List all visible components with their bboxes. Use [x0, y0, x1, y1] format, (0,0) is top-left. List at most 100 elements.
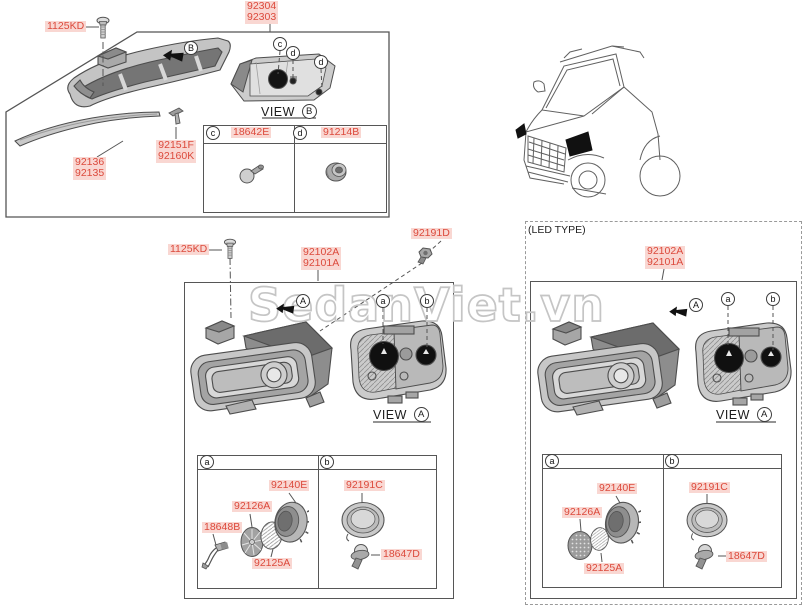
badge-letter: B	[187, 43, 194, 53]
table-badge-b: b	[320, 455, 334, 469]
part-label-92126A-led[interactable]: 92126A	[562, 506, 603, 519]
callout-badge-c: c	[273, 37, 287, 51]
table-badge-d: d	[293, 126, 307, 140]
part-label-92125A[interactable]: 92125A	[252, 557, 293, 570]
view-badge-B: B	[301, 104, 317, 119]
part-label-1125KD[interactable]: 1125KD	[45, 20, 87, 33]
dust-cap-icon-led	[604, 501, 641, 544]
bulb-icon	[239, 164, 264, 184]
callout-badge-d: d	[286, 46, 300, 60]
part-number[interactable]: 92304	[247, 0, 277, 12]
clip-icon	[168, 107, 184, 125]
view-word: VIEW	[261, 104, 295, 119]
table-header-line	[543, 468, 781, 469]
halogen-bulb-icon-led	[694, 544, 714, 570]
part-label-92125A-led[interactable]: 92125A	[584, 562, 625, 575]
direction-arrow-a-led-icon	[669, 306, 688, 317]
gasket-pad-icon-led	[590, 527, 609, 551]
part-label-92191C-led[interactable]: 92191C	[689, 481, 730, 494]
table-divider	[663, 455, 664, 587]
table-badge-b-led: b	[665, 454, 679, 468]
part-number[interactable]: 92136	[75, 156, 105, 168]
socket-icon	[325, 162, 347, 182]
part-label-91214B[interactable]: 91214B	[321, 126, 362, 139]
halogen-parts-table	[197, 455, 437, 589]
table-badge-a-led: a	[545, 454, 559, 468]
led-parts-table	[542, 454, 782, 588]
part-label-92140E-led[interactable]: 92140E	[597, 482, 638, 495]
table-header-line	[198, 469, 436, 470]
table-badge-c: c	[206, 126, 220, 140]
badge-letter: a	[725, 294, 731, 304]
round-cover-icon-led	[686, 502, 728, 541]
bolt-icon	[223, 238, 237, 259]
part-label-92304-92303[interactable]: 92304 92303	[245, 0, 279, 24]
part-number[interactable]: 92101A	[303, 257, 340, 270]
marker-lamp-lens-drawing	[67, 37, 231, 108]
callout-badge-d: d	[314, 55, 328, 69]
badge-letter: a	[549, 456, 555, 466]
part-number[interactable]: 92102A	[647, 245, 684, 257]
part-number[interactable]: 92101A	[647, 256, 684, 269]
vehicle-sketch	[515, 45, 681, 198]
part-number[interactable]: 92102A	[303, 246, 340, 258]
callout-badge-b-led: b	[766, 292, 780, 306]
part-label-18642E[interactable]: 18642E	[231, 126, 272, 139]
view-badge-A: A	[756, 407, 772, 422]
part-label-92102A-92101A[interactable]: 92102A 92101A	[301, 246, 342, 270]
marker-strip-drawing	[14, 111, 161, 147]
view-word: VIEW	[716, 407, 750, 422]
callout-badge-A-led: A	[689, 298, 703, 312]
badge-letter: d	[297, 128, 303, 138]
bulb-with-wiring-icon	[201, 541, 229, 570]
halogen-bulb-icon	[350, 544, 370, 570]
part-number[interactable]: 92151F	[158, 139, 194, 151]
badge-letter: c	[210, 128, 216, 138]
table-divider	[318, 456, 319, 588]
badge-letter: c	[277, 39, 283, 49]
headlamp-front-drawing-led	[537, 321, 681, 416]
part-number[interactable]: 92303	[247, 11, 277, 24]
marker-parts-table	[203, 125, 387, 213]
table-badge-a: a	[200, 455, 214, 469]
table-divider	[294, 126, 295, 212]
part-label-92140E[interactable]: 92140E	[269, 479, 310, 492]
callout-badge-B: B	[184, 41, 198, 55]
badge-letter: a	[380, 296, 386, 306]
part-label-92191C[interactable]: 92191C	[344, 479, 385, 492]
part-label-92151F-92160K[interactable]: 92151F 92160K	[156, 139, 197, 163]
badge-letter: A	[299, 296, 306, 306]
part-label-18647D-led[interactable]: 18647D	[726, 550, 767, 563]
halogen-assembly-box	[184, 282, 454, 599]
part-label-92102A-92101A-led[interactable]: 92102A 92101A	[645, 245, 686, 269]
part-label-18648B[interactable]: 18648B	[202, 521, 243, 534]
callout-badge-b: b	[420, 294, 434, 308]
callout-badge-a-led: a	[721, 292, 735, 306]
badge-letter: A	[692, 300, 699, 310]
part-label-92126A[interactable]: 92126A	[232, 500, 273, 513]
view-b-label: VIEW B	[261, 104, 317, 119]
badge-letter: b	[669, 456, 675, 466]
part-label-92191D[interactable]: 92191D	[411, 227, 452, 240]
part-label-18647D[interactable]: 18647D	[381, 548, 422, 561]
dust-cap-icon	[274, 501, 309, 543]
direction-arrow-a-icon	[276, 303, 295, 314]
marker-lamp-back-drawing	[230, 53, 336, 102]
badge-letter: d	[290, 48, 296, 58]
part-label-1125KD-2[interactable]: 1125KD	[168, 243, 210, 256]
part-label-92136-92135[interactable]: 92136 92135	[73, 156, 107, 180]
headlamp-back-drawing-led	[695, 322, 792, 406]
part-number[interactable]: 92160K	[158, 150, 195, 163]
part-number[interactable]: 92135	[75, 167, 105, 180]
view-badge-A: A	[413, 407, 429, 422]
led-assembly-box	[530, 281, 797, 599]
headlamp-front-drawing	[190, 320, 334, 415]
direction-arrow-b-icon	[162, 49, 184, 62]
round-cover-icon	[341, 501, 385, 542]
badge-letter: a	[204, 457, 210, 467]
badge-letter: b	[324, 457, 330, 467]
led-type-box	[525, 221, 802, 605]
badge-letter: b	[424, 296, 430, 306]
